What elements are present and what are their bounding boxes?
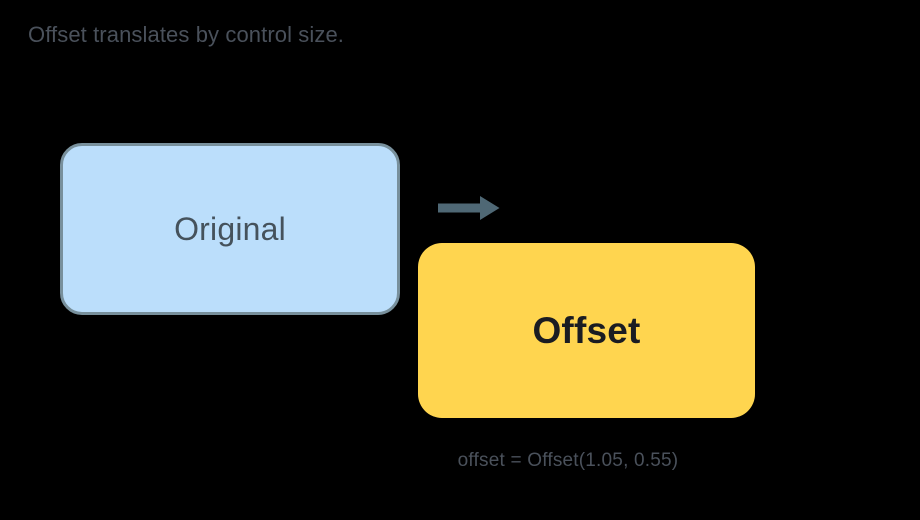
arrow-right-shape xyxy=(438,196,500,220)
offset-box-label: Offset xyxy=(532,309,641,351)
arrow-right-svg xyxy=(438,196,500,220)
offset-control-box: Offset xyxy=(418,243,755,418)
original-control-box: Original xyxy=(60,143,400,315)
original-box-label: Original xyxy=(174,210,286,247)
page-title: Offset translates by control size. xyxy=(28,22,345,47)
offset-caption: offset = Offset(1.05, 0.55) xyxy=(457,450,679,471)
arrow-right-icon xyxy=(436,193,502,223)
